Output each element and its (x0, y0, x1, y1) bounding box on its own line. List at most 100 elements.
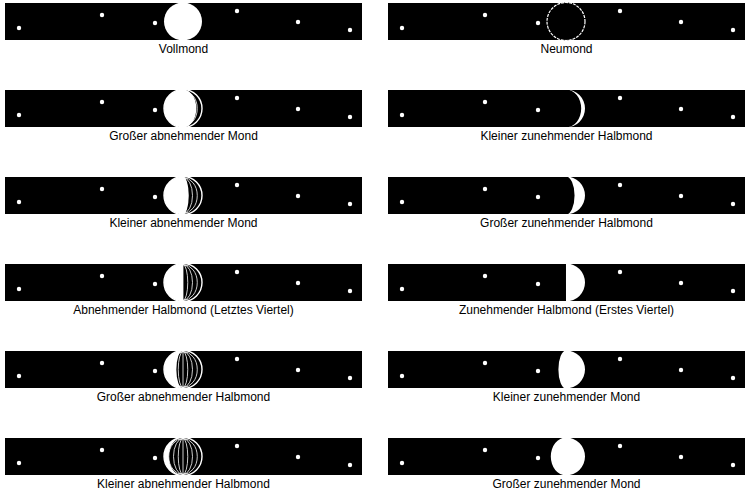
moon-symbol (551, 438, 585, 476)
star-dot (17, 200, 21, 204)
moon-symbol (547, 3, 585, 41)
star-dot (235, 270, 239, 274)
star-dot (17, 113, 21, 117)
moon-panel (5, 264, 362, 302)
phase-panel: Neumond (388, 3, 745, 40)
star-dot (296, 368, 300, 372)
star-dot (100, 13, 104, 17)
night-band (5, 438, 362, 475)
moon-panel (388, 177, 745, 215)
star-dot (536, 195, 540, 199)
star-dot (348, 28, 352, 32)
star-dot (618, 9, 622, 13)
phase-panel: Kleiner abnehmender Mond (5, 177, 362, 214)
phase-panel: Abnehmender Halbmond (Letztes Viertel) (5, 264, 362, 301)
moon-symbol (164, 177, 202, 215)
phase-label: Zunehmender Halbmond (Erstes Viertel) (388, 303, 745, 317)
night-band (388, 351, 745, 388)
moon-symbol (164, 264, 202, 302)
star-dot (17, 26, 21, 30)
star-dot (17, 287, 21, 291)
star-dot (400, 26, 404, 30)
star-dot (153, 282, 157, 286)
phase-label: Großer abnehmender Halbmond (5, 390, 362, 404)
star-dot (153, 456, 157, 460)
phase-panel: Vollmond (5, 3, 362, 40)
star-dot (400, 461, 404, 465)
star-dot (235, 9, 239, 13)
star-dot (731, 202, 735, 206)
phase-panel: Kleiner abnehmender Halbmond (5, 438, 362, 475)
star-dot (536, 108, 540, 112)
star-dot (483, 274, 487, 278)
star-dot (296, 107, 300, 111)
moon-panel (388, 90, 745, 128)
star-dot (235, 357, 239, 361)
star-dot (618, 444, 622, 448)
phase-panel: Großer zunehmender Mond (388, 438, 745, 475)
phase-label: Kleiner zunehmender Mond (388, 390, 745, 404)
moon-symbol (558, 351, 585, 389)
star-dot (17, 461, 21, 465)
star-dot (536, 456, 540, 460)
star-dot (731, 376, 735, 380)
night-band (388, 438, 745, 475)
phase-panel: Kleiner zunehmender Mond (388, 351, 745, 388)
phase-panel: Kleiner zunehmender Halbmond (388, 90, 745, 127)
star-dot (731, 115, 735, 119)
star-dot (296, 455, 300, 459)
phase-label: Großer zunehmender Mond (388, 477, 745, 491)
star-dot (296, 194, 300, 198)
phase-panel: Großer abnehmender Mond (5, 90, 362, 127)
phase-panel: Zunehmender Halbmond (Erstes Viertel) (388, 264, 745, 301)
star-dot (679, 368, 683, 372)
star-dot (731, 28, 735, 32)
star-dot (483, 13, 487, 17)
star-dot (618, 270, 622, 274)
moon-symbol (164, 3, 202, 41)
moon-panel (388, 264, 745, 302)
star-dot (235, 444, 239, 448)
night-band (5, 351, 362, 388)
star-dot (100, 448, 104, 452)
night-band (388, 177, 745, 214)
star-dot (400, 287, 404, 291)
night-band (388, 264, 745, 301)
star-dot (483, 100, 487, 104)
star-dot (679, 281, 683, 285)
star-dot (348, 289, 352, 293)
star-dot (348, 202, 352, 206)
phase-label: Neumond (388, 42, 745, 56)
star-dot (100, 100, 104, 104)
moon-symbol (164, 438, 202, 476)
phase-label: Abnehmender Halbmond (Letztes Viertel) (5, 303, 362, 317)
star-dot (400, 113, 404, 117)
star-dot (536, 21, 540, 25)
star-dot (731, 289, 735, 293)
star-dot (679, 455, 683, 459)
moon-panel (5, 438, 362, 476)
moon-panel (5, 90, 362, 128)
star-dot (731, 463, 735, 467)
phase-label: Großer zunehmender Halbmond (388, 216, 745, 230)
moon-symbol (566, 90, 585, 128)
night-band (5, 90, 362, 127)
night-band (388, 90, 745, 127)
phase-label: Vollmond (5, 42, 362, 56)
phase-label: Kleiner abnehmender Halbmond (5, 477, 362, 491)
star-dot (618, 183, 622, 187)
star-dot (618, 357, 622, 361)
star-dot (679, 194, 683, 198)
moon-symbol (164, 351, 202, 389)
night-band (5, 3, 362, 40)
star-dot (235, 96, 239, 100)
moon-symbol (566, 177, 585, 215)
moon-panel (388, 438, 745, 476)
moon-symbol (566, 264, 585, 302)
phase-panel: Großer abnehmender Halbmond (5, 351, 362, 388)
star-dot (483, 361, 487, 365)
star-dot (679, 20, 683, 24)
star-dot (400, 374, 404, 378)
